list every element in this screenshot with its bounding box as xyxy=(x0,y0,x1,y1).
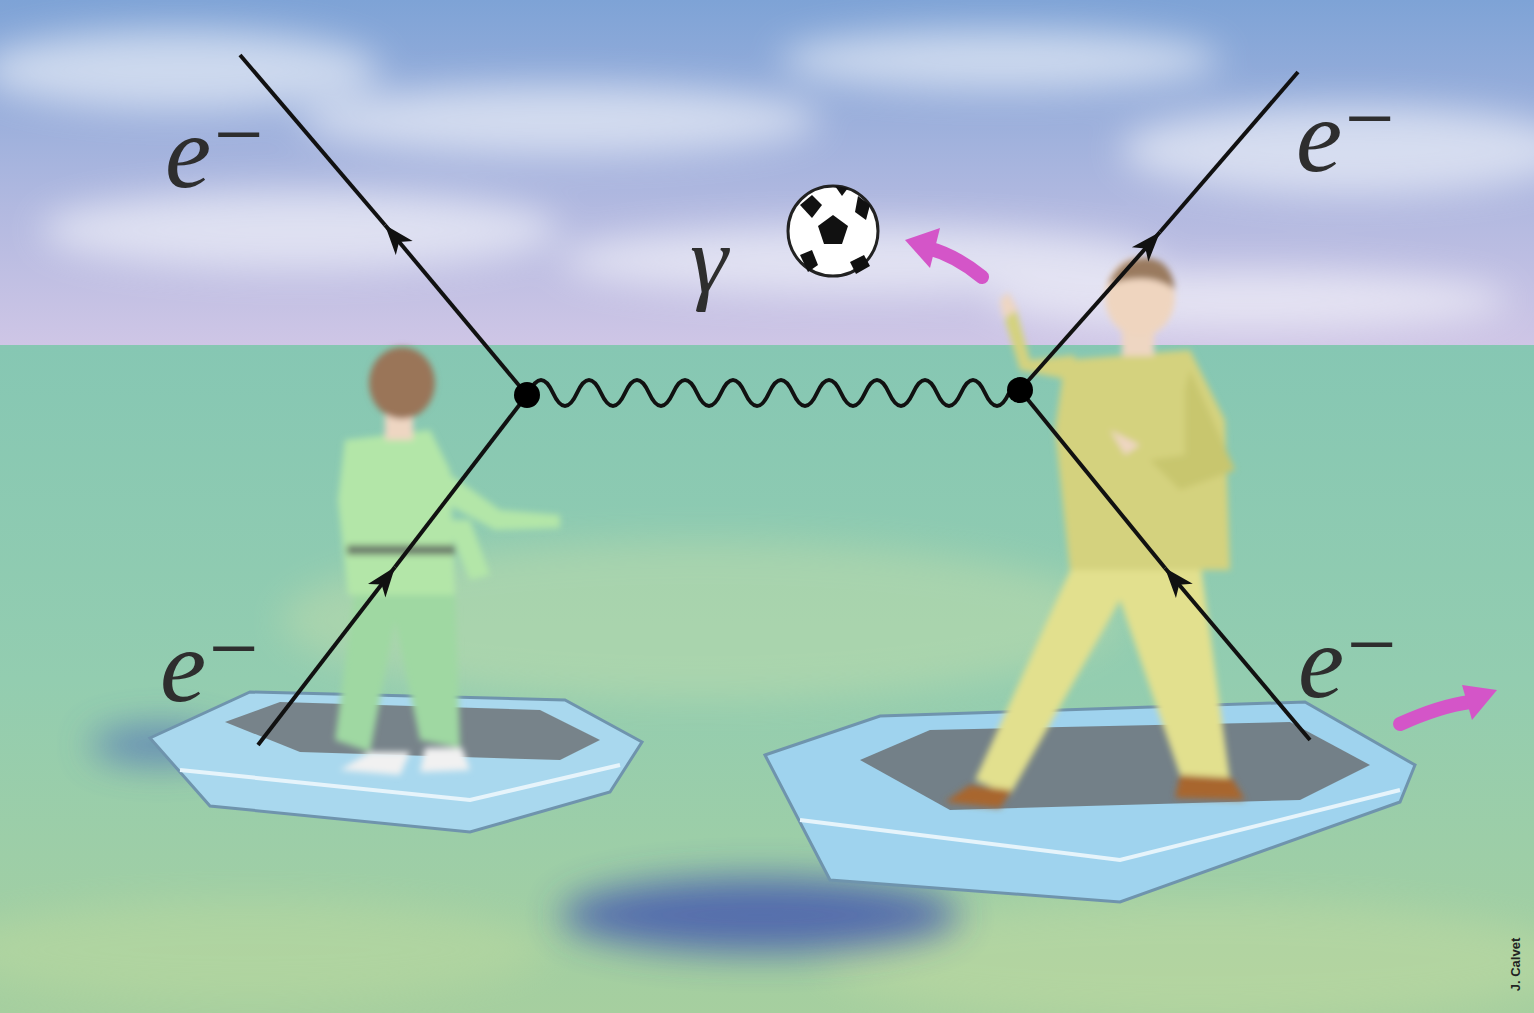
ball-patch xyxy=(800,250,818,272)
electron-line xyxy=(1020,232,1160,390)
head xyxy=(369,347,435,419)
shadow xyxy=(560,877,960,953)
deck xyxy=(225,702,600,760)
artist-signature: J. Calvet xyxy=(1509,915,1522,1013)
particle-label: e⁻ xyxy=(165,100,266,204)
motion-arrows xyxy=(905,228,1497,724)
ball xyxy=(788,186,878,276)
electron-line xyxy=(258,567,395,745)
electron-line xyxy=(1165,568,1310,740)
sea-light xyxy=(0,540,1534,1013)
cloud xyxy=(40,190,560,270)
motion-arrowhead xyxy=(905,228,940,268)
shoe xyxy=(945,785,1012,808)
shoe xyxy=(420,748,470,772)
hull-highlight xyxy=(800,790,1400,860)
motion-arrow-shaft xyxy=(928,248,982,277)
deck xyxy=(860,722,1370,810)
ball-patch xyxy=(835,186,848,196)
vertex xyxy=(1007,377,1033,403)
shoe xyxy=(1175,775,1245,800)
motion-arrowhead xyxy=(1462,685,1497,720)
shoe xyxy=(340,752,410,775)
photon-line xyxy=(529,380,1009,406)
clouds xyxy=(0,30,1534,330)
motion-arrow-shaft xyxy=(1400,702,1470,724)
arm xyxy=(1150,370,1235,490)
ball-patch xyxy=(850,255,870,274)
electron-line xyxy=(1020,390,1165,568)
hand xyxy=(1000,292,1018,318)
left-person xyxy=(335,347,560,775)
cloud xyxy=(780,30,1220,90)
legs xyxy=(975,560,1230,795)
electron-line xyxy=(385,225,527,395)
vertex xyxy=(514,382,540,408)
hand xyxy=(1110,430,1140,455)
sea-highlight xyxy=(0,900,550,1000)
head xyxy=(1105,257,1175,337)
right-boat xyxy=(765,702,1415,902)
hair xyxy=(1108,258,1175,290)
particle-label: e⁻ xyxy=(1296,84,1397,188)
belt xyxy=(347,545,455,555)
particle-label: γ xyxy=(690,212,728,308)
electron-line xyxy=(395,395,527,567)
ball-patch xyxy=(818,215,848,244)
soccer-ball xyxy=(788,186,878,276)
cloud xyxy=(0,30,380,110)
particle-label: e⁻ xyxy=(160,614,261,718)
right-person xyxy=(945,257,1245,808)
particle-label: e⁻ xyxy=(1298,610,1399,714)
cloud xyxy=(300,85,820,155)
feynman-diagram xyxy=(240,55,1310,745)
hull xyxy=(765,702,1415,902)
ball-patch xyxy=(855,196,870,220)
legs xyxy=(335,590,460,752)
electron-line xyxy=(1160,72,1298,232)
cloud xyxy=(990,270,1510,330)
ball-patch xyxy=(800,195,822,218)
